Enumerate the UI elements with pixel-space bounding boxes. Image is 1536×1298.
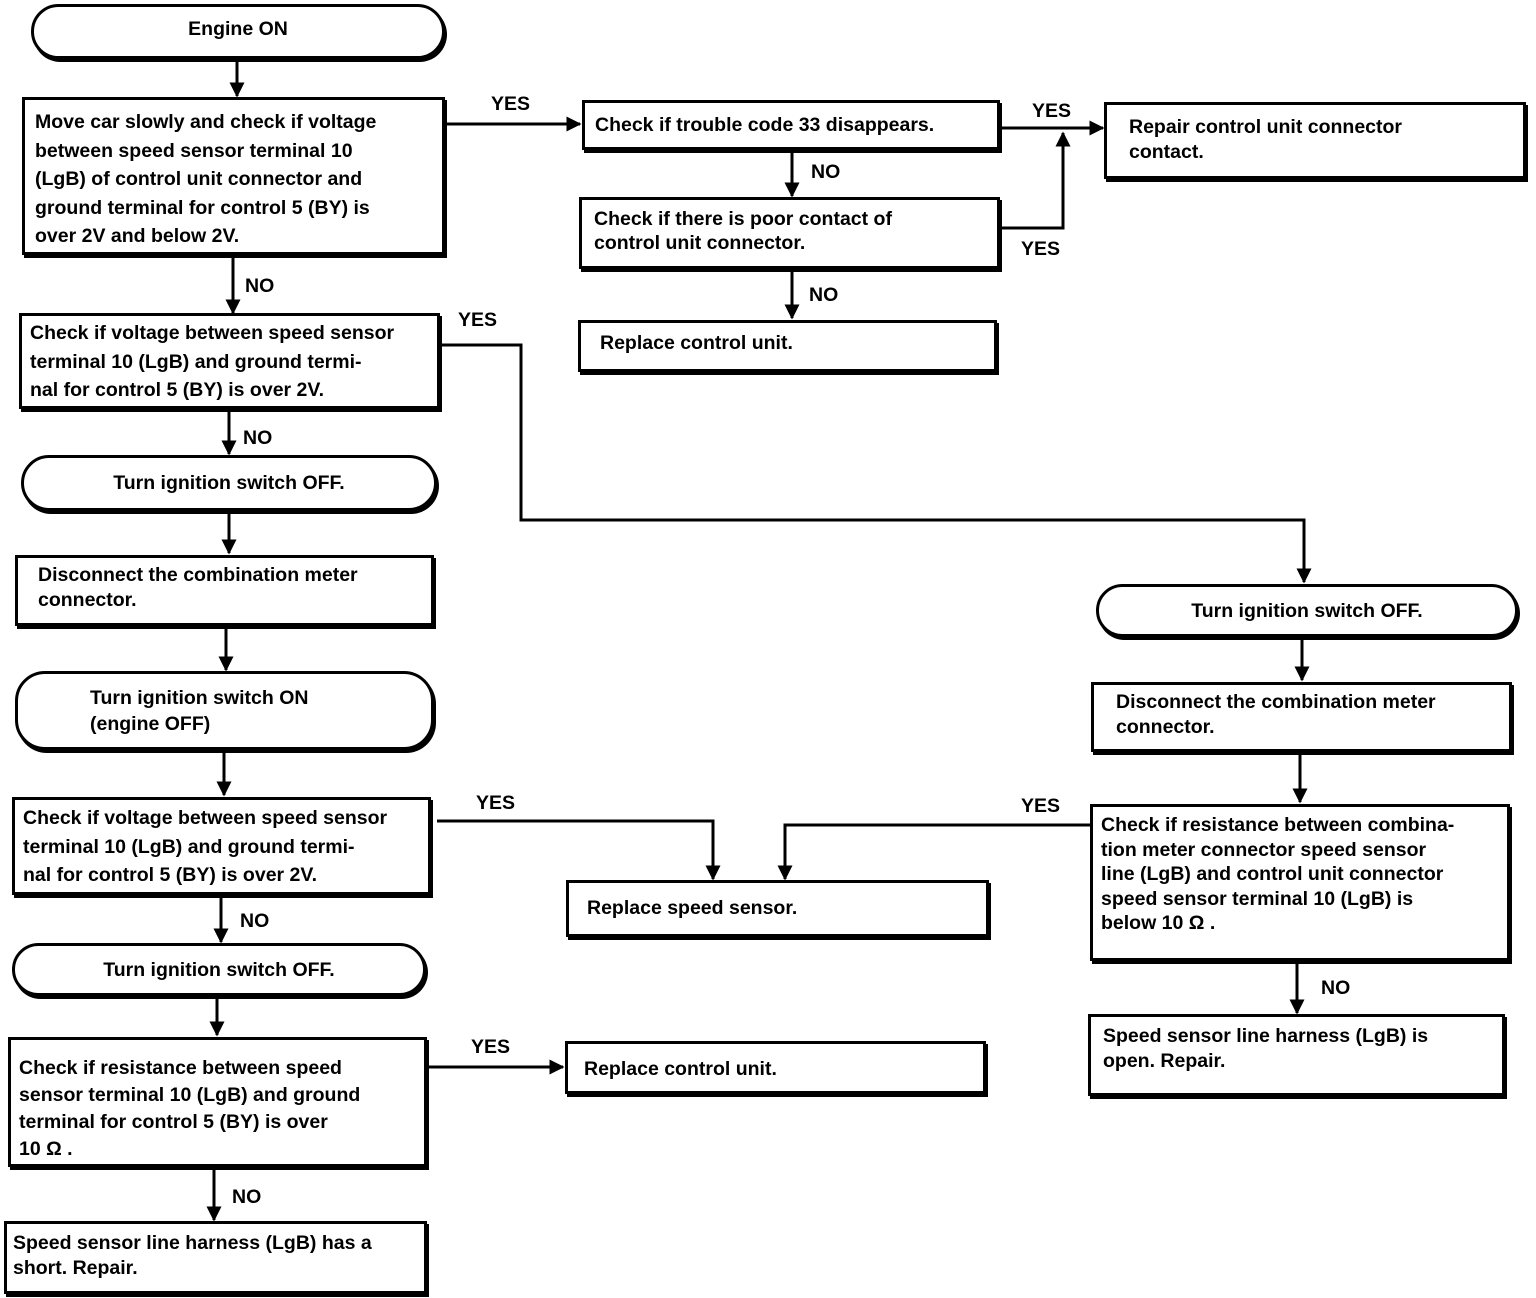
harness-short-box: Speed sensor line harness (LgB) has a sh… xyxy=(4,1221,427,1294)
yes-label: YES xyxy=(1021,238,1061,260)
check-resistance-ground-box: Check if resistance between speed sensor… xyxy=(8,1037,427,1167)
engine-on-terminal: Engine ON xyxy=(31,4,445,59)
check-poor-contact-box: Check if there is poor contact of contro… xyxy=(579,197,1000,269)
ign-on-terminal: Turn ignition switch ON (engine OFF) xyxy=(15,671,434,750)
no-label: NO xyxy=(809,284,839,306)
no-label: NO xyxy=(811,161,841,183)
yes-label: YES xyxy=(476,792,516,814)
ign-off-left-2-terminal: Turn ignition switch OFF. xyxy=(12,943,426,996)
no-label: NO xyxy=(232,1186,262,1208)
replace-control-unit-top-box: Replace control unit. xyxy=(578,320,997,372)
check-voltage-1-box: Check if voltage between speed sensor te… xyxy=(19,313,440,409)
check-code-33-box: Check if trouble code 33 disappears. xyxy=(582,100,1000,150)
repair-connector-contact-box: Repair control unit connector contact. xyxy=(1104,102,1526,179)
yes-label: YES xyxy=(471,1036,511,1058)
no-label: NO xyxy=(1321,977,1351,999)
check-resistance-line-box: Check if resistance between combina- tio… xyxy=(1090,804,1510,961)
disconnect-meter-right-box: Disconnect the combination meter connect… xyxy=(1091,682,1512,752)
disconnect-meter-left-box: Disconnect the combination meter connect… xyxy=(15,555,434,626)
replace-speed-sensor-box: Replace speed sensor. xyxy=(566,880,989,937)
flow-arrow xyxy=(437,819,721,881)
no-label: NO xyxy=(243,427,273,449)
yes-label: YES xyxy=(1032,100,1072,122)
ign-off-right-terminal: Turn ignition switch OFF. xyxy=(1096,584,1518,637)
check-voltage-2-box: Check if voltage between speed sensor te… xyxy=(12,797,431,895)
harness-open-box: Speed sensor line harness (LgB) is open.… xyxy=(1088,1014,1505,1096)
no-label: NO xyxy=(245,275,275,297)
move-car-check-box: Move car slowly and check if voltage bet… xyxy=(22,97,445,255)
yes-label: YES xyxy=(458,309,498,331)
yes-label: YES xyxy=(491,93,531,115)
flow-arrow xyxy=(777,823,1092,881)
flow-arrow xyxy=(440,343,1312,584)
no-label: NO xyxy=(240,910,270,932)
yes-label: YES xyxy=(1021,795,1061,817)
replace-control-unit-bottom-box: Replace control unit. xyxy=(565,1041,986,1094)
flow-arrow xyxy=(1000,131,1071,230)
ign-off-left-1-terminal: Turn ignition switch OFF. xyxy=(21,455,437,511)
